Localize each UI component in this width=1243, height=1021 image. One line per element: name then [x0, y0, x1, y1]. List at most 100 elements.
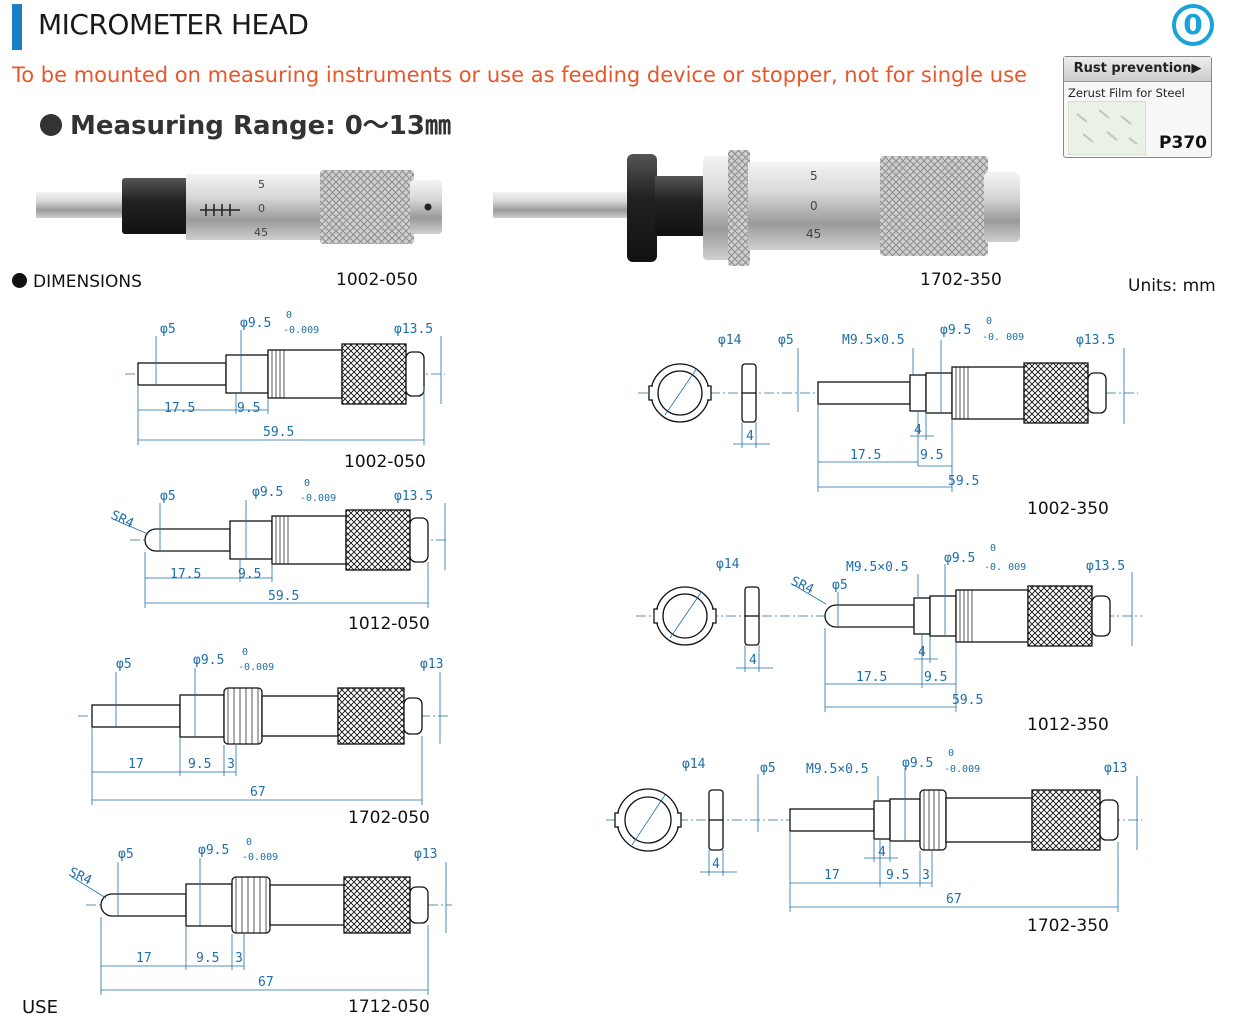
dim-tol: -0.009 — [944, 764, 980, 775]
dim-l4: 4 — [918, 645, 926, 660]
dim-d5: φ5 — [160, 322, 176, 337]
dim-l67: 67 — [946, 892, 962, 907]
dim-l95: 9.5 — [924, 670, 947, 685]
dim-sr4: SR4 — [788, 574, 816, 598]
thimble-knurl — [880, 156, 988, 256]
scale-5: 5 — [258, 178, 265, 191]
dim-d13: φ13 — [414, 847, 437, 862]
dim-l95: 9.5 — [238, 567, 261, 582]
scale-45: 45 — [806, 227, 821, 241]
units-label: Units: mm — [1128, 276, 1216, 296]
dim-l17: 17 — [128, 757, 144, 772]
dim-d14: φ14 — [716, 557, 740, 572]
dim-m95: M9.5×0.5 — [806, 762, 869, 777]
dim-tol0: 0 — [286, 310, 292, 321]
dim-l4: 4 — [914, 423, 922, 438]
dimensions-heading-text: DIMENSIONS — [33, 272, 142, 292]
dim-l95: 9.5 — [196, 951, 219, 966]
dim-tol: -0. 009 — [982, 332, 1024, 343]
photo-1702-350: 5 0 45 — [493, 150, 1020, 266]
dim-d5: φ5 — [778, 333, 794, 348]
scale-0: 0 — [258, 202, 265, 215]
model-1702-050: 1702-050 — [348, 808, 430, 828]
model-1012-350: 1012-350 — [1027, 715, 1109, 735]
zerust-film-image — [1068, 101, 1146, 155]
dim-d135: φ13.5 — [394, 322, 433, 337]
dim-d135: φ13.5 — [1076, 333, 1115, 348]
drawing-1702-350 — [606, 768, 1142, 912]
model-1712-050: 1712-050 — [348, 997, 430, 1017]
dim-l4: 4 — [878, 845, 886, 860]
dim-l4: 4 — [749, 653, 757, 668]
dim-l95: 9.5 — [886, 868, 909, 883]
sleeve — [748, 162, 884, 250]
dim-d14: φ14 — [682, 757, 706, 772]
dim-d95: φ9.5 — [193, 653, 224, 668]
dim-sr4: SR4 — [108, 508, 136, 532]
spindle — [36, 192, 128, 218]
dim-l4: 4 — [746, 429, 754, 444]
dimensions-heading: DIMENSIONS — [12, 272, 142, 292]
dim-d5: φ5 — [118, 847, 134, 862]
dim-l95: 9.5 — [188, 757, 211, 772]
scale-5: 5 — [810, 169, 818, 183]
dim-l67: 67 — [250, 785, 266, 800]
dim-d13: φ13 — [1104, 761, 1127, 776]
rust-film-label: Zerust Film for Steel — [1068, 86, 1185, 100]
ratchet — [984, 172, 1020, 242]
mount-nut — [627, 154, 657, 262]
photo-1002-050: 5 0 45 — [36, 170, 442, 244]
dim-tol: -0.009 — [238, 662, 274, 673]
dim-l4: 4 — [712, 857, 720, 872]
scale-45: 45 — [254, 226, 268, 239]
drawing-1002-050 — [125, 330, 445, 445]
dim-d5: φ5 — [760, 761, 776, 776]
dim-l17: 17 — [824, 868, 840, 883]
drawing-1002-350 — [638, 340, 1138, 492]
dim-l3: 3 — [227, 757, 235, 772]
dim-d14: φ14 — [718, 333, 742, 348]
dim-l95: 9.5 — [237, 401, 260, 416]
film-pattern-icon — [1076, 109, 1138, 145]
dim-l175: 17.5 — [856, 670, 887, 685]
dim-tol0: 0 — [246, 837, 252, 848]
clamp-ring — [703, 156, 733, 260]
dim-l595: 59.5 — [268, 589, 299, 604]
rust-prevention-box[interactable]: Rust prevention▶ Zerust Film for Steel P… — [1063, 56, 1212, 158]
dim-d95: φ9.5 — [944, 551, 975, 566]
dim-d5: φ5 — [832, 578, 848, 593]
dim-d135: φ13.5 — [1086, 559, 1125, 574]
lock-collar — [655, 176, 707, 236]
dim-d5: φ5 — [116, 657, 132, 672]
spindle — [493, 192, 633, 218]
dim-tol: -0. 009 — [984, 562, 1026, 573]
dim-l3: 3 — [235, 951, 243, 966]
subtitle: To be mounted on measuring instruments o… — [12, 63, 1027, 87]
dim-sr4: SR4 — [66, 865, 94, 889]
bullet-icon — [40, 114, 62, 136]
dim-l3: 3 — [922, 868, 930, 883]
dim-tol: -0.009 — [300, 493, 336, 504]
dim-d95: φ9.5 — [252, 485, 283, 500]
dim-tol: -0.009 — [283, 325, 319, 336]
dim-tol0: 0 — [986, 316, 992, 327]
drawing-1012-050 — [114, 500, 448, 608]
dim-l175: 17.5 — [164, 401, 195, 416]
dim-d95: φ9.5 — [198, 843, 229, 858]
dim-d5: φ5 — [160, 489, 176, 504]
dim-l67: 67 — [258, 975, 274, 990]
dim-tol0: 0 — [990, 543, 996, 554]
thimble-knurl — [320, 170, 414, 244]
zero-badge-icon: 0 — [1172, 4, 1214, 46]
bullet-icon — [12, 273, 27, 288]
dim-d95: φ9.5 — [940, 323, 971, 338]
ratchet-hole — [424, 203, 432, 211]
photo-model-left: 1002-050 — [336, 270, 418, 290]
dim-l595: 59.5 — [952, 693, 983, 708]
model-1012-050: 1012-050 — [348, 614, 430, 634]
dim-tol0: 0 — [948, 748, 954, 759]
drawing-1012-350 — [636, 564, 1142, 712]
dim-tol: -0.009 — [242, 852, 278, 863]
page-title: MICROMETER HEAD — [38, 8, 309, 41]
